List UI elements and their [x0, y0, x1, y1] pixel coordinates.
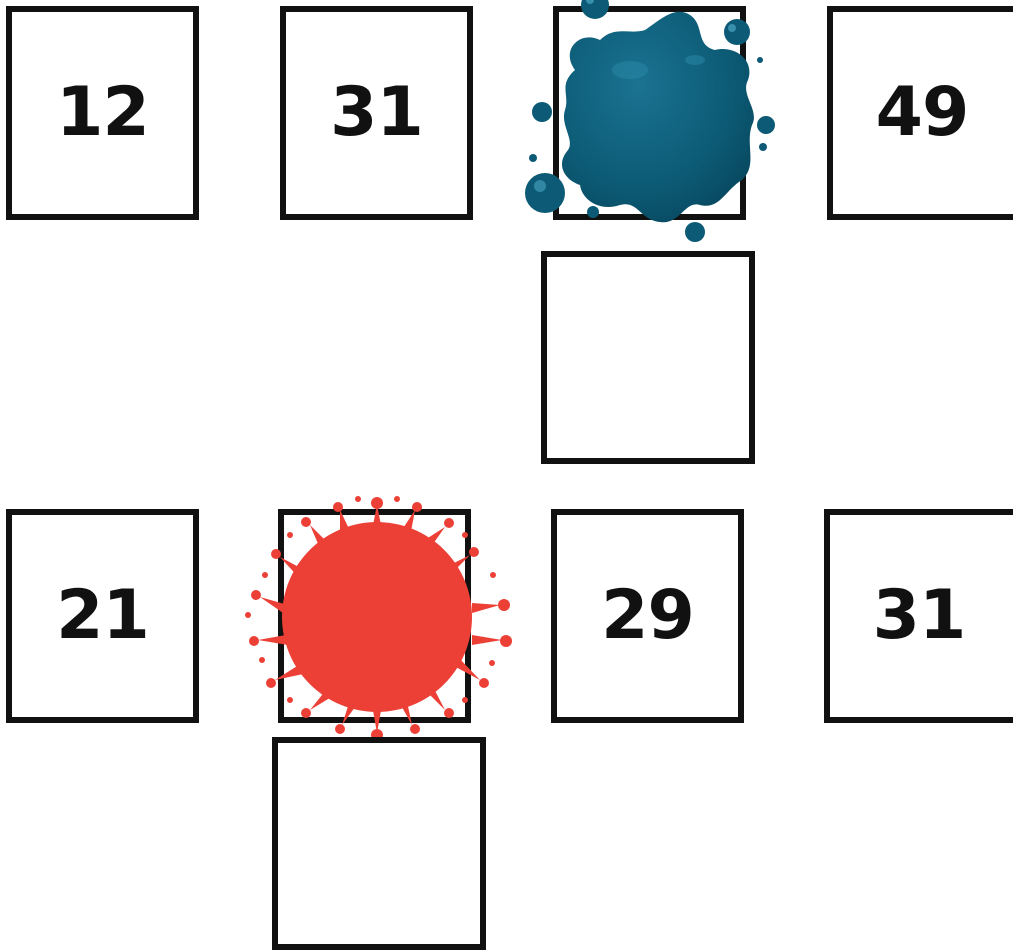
- row2-box1: 21: [6, 509, 199, 723]
- row2-box1-number: 21: [56, 582, 149, 650]
- row2-box3: 29: [551, 509, 744, 723]
- blue-paint-splat-icon: [520, 0, 780, 245]
- row2-box4: 31: [824, 509, 1013, 723]
- row1-box1: 12: [6, 6, 199, 220]
- row1-answer-box[interactable]: [541, 251, 755, 464]
- row2-box3-number: 29: [601, 582, 694, 650]
- row1-box4: 49: [827, 6, 1013, 220]
- row2-box4-number: 31: [873, 582, 966, 650]
- row1-box2-number: 31: [330, 79, 423, 147]
- row1-box1-number: 12: [56, 79, 149, 147]
- row2-answer-box[interactable]: [272, 737, 486, 950]
- row1-box2: 31: [280, 6, 473, 220]
- red-paint-splat-icon: [240, 495, 515, 740]
- row1-box4-number: 49: [876, 79, 969, 147]
